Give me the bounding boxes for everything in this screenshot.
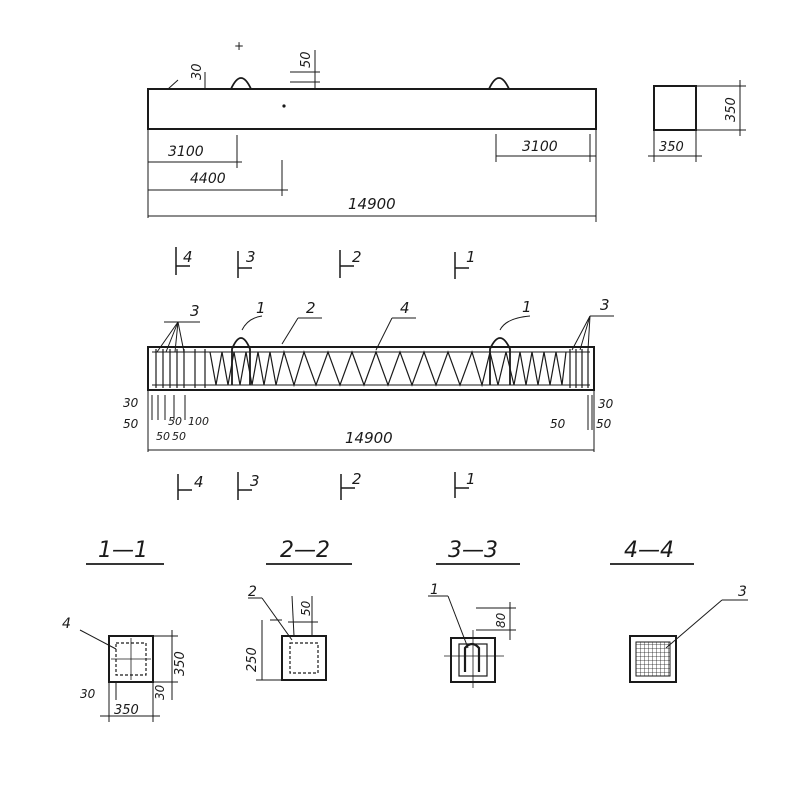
cut-marker-3-lower: 3	[250, 472, 260, 490]
cut-marker-1-upper: 1	[466, 248, 476, 266]
cut-markers-upper: 4 3 2 1	[175, 247, 476, 279]
dim-end-left-small-50a: 50	[168, 415, 182, 428]
section-title-4-4: 4—4	[624, 538, 674, 563]
rebar-loop-right	[489, 337, 511, 385]
end-mesh-right	[569, 349, 589, 388]
lifting-loop-right	[488, 77, 510, 90]
section-2-2-dim-50: 50	[299, 600, 313, 616]
cut-marker-2-lower: 2	[352, 470, 362, 488]
pos-label-1-left: 1	[256, 299, 266, 317]
section-3-3: 1 80	[428, 582, 516, 688]
section-1-1-dim-350-horizontal: 350	[114, 703, 139, 718]
section-3-3-pos-label: 1	[430, 582, 439, 598]
section-1-1-dim-30-vertical: 30	[153, 684, 167, 700]
section-4-4-pos-label: 3	[738, 584, 747, 600]
section-2-2: 250 50 2	[245, 584, 327, 681]
section-3-3-dim-80: 80	[494, 612, 508, 628]
dim-end-right-50b: 50	[596, 417, 612, 431]
section-1-1-dim-350-vertical: 350	[173, 651, 188, 676]
cut-marker-4-lower: 4	[194, 473, 204, 491]
dim-end-right-50: 50	[550, 417, 566, 431]
rebar-loop-left	[231, 337, 251, 385]
section-title-2-2: 2—2	[280, 538, 330, 563]
dim-end-left-small-50c: 50	[172, 430, 186, 443]
dim-end-left-50: 50	[123, 417, 139, 431]
end-mesh-left	[155, 349, 206, 388]
side-view: 350 350	[648, 80, 746, 162]
dim-14900-mid: 14900	[345, 429, 393, 447]
dim-top-30: 30	[190, 63, 205, 80]
dim-3100-left: 3100	[168, 144, 204, 160]
beam-elevation: 30 50 + 3100 4400 3100 14900	[147, 39, 597, 222]
section-title-3-3: 3—3	[448, 538, 498, 563]
section-2-2-dim-250: 250	[245, 647, 260, 672]
cut-markers-lower: 4 3 2 1	[177, 470, 476, 500]
section-title-1-1: 1—1	[98, 538, 148, 563]
dim-4400: 4400	[190, 171, 226, 187]
dim-end-right-30: 30	[598, 397, 614, 411]
dim-end-left-30: 30	[123, 396, 139, 410]
section-4-4: 3	[629, 584, 748, 683]
stray-mark: +	[234, 39, 244, 53]
section-1-1-dim-30-horizontal: 30	[80, 687, 96, 701]
section-1-1: 4 350 30 30 350	[62, 616, 188, 722]
dim-side-350-horizontal: 350	[659, 140, 684, 155]
dim-14900-top: 14900	[348, 195, 396, 213]
dim-side-350-vertical: 350	[724, 97, 739, 122]
lifting-loop-left	[230, 77, 252, 90]
reinforcement-beam-outline	[147, 346, 595, 391]
cut-marker-1-lower: 1	[466, 470, 476, 488]
pos-label-3-left: 3	[190, 302, 200, 320]
section-2-2-pos-label: 2	[248, 584, 257, 600]
pos-label-2: 2	[306, 299, 316, 317]
section-titles: 1—1 2—2 3—3 4—4	[86, 538, 694, 565]
pos-label-3-right: 3	[600, 296, 610, 314]
cut-marker-3-upper: 3	[246, 248, 256, 266]
dim-top-50: 50	[299, 51, 314, 68]
cut-marker-2-upper: 2	[352, 248, 362, 266]
section-1-1-pos-label: 4	[62, 616, 71, 632]
pos-label-4: 4	[400, 299, 410, 317]
dim-end-left-small-50b: 50	[156, 430, 170, 443]
spiral-stirrup	[209, 349, 567, 388]
dim-end-left-100: 100	[188, 415, 209, 428]
beam-outline	[147, 88, 597, 130]
pos-label-1-right: 1	[522, 298, 532, 316]
side-view-outline	[653, 85, 697, 131]
dim-3100-right: 3100	[522, 139, 558, 155]
reinforcement-elevation: 3 1 2 4 1 3 30 50 50 100 50 50 50 30	[123, 296, 614, 452]
cut-marker-4-upper: 4	[183, 248, 193, 266]
